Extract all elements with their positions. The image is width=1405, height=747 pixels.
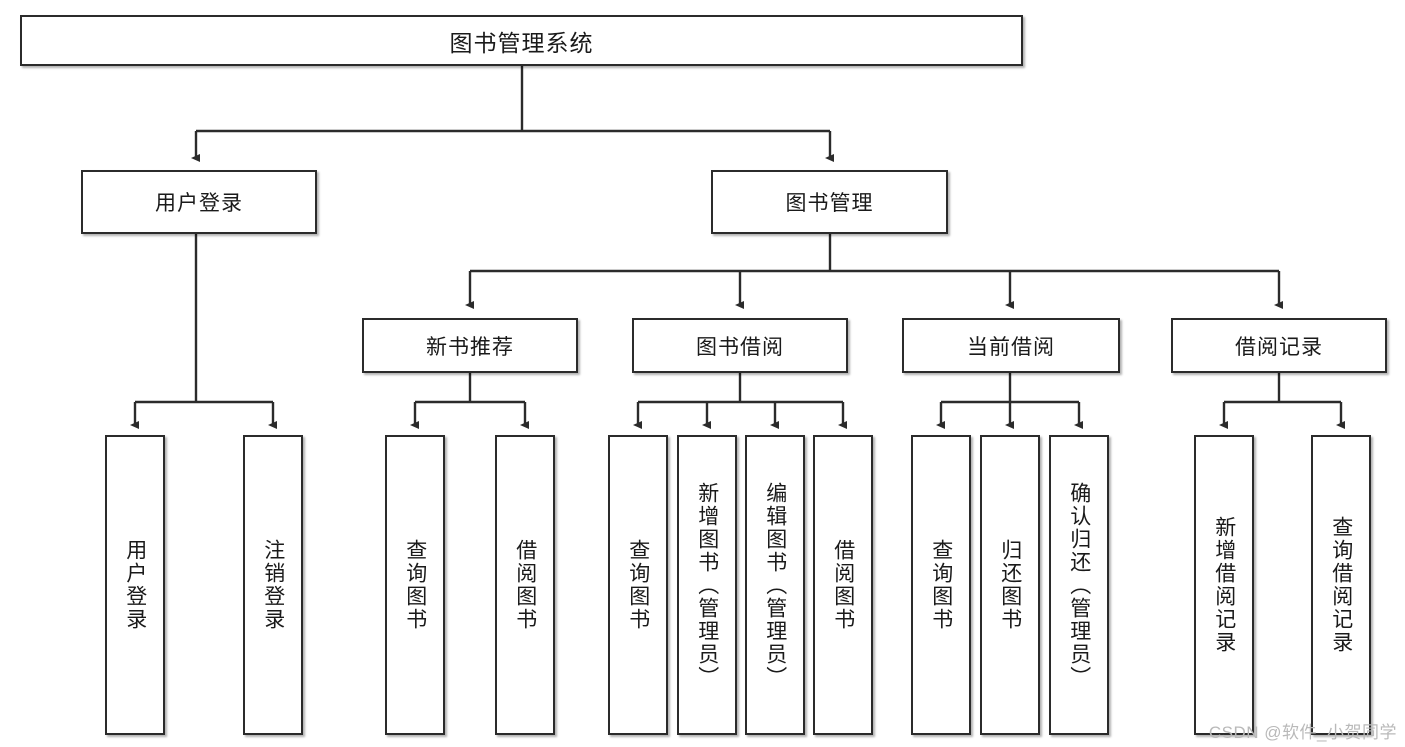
leaf-book-borrow-add[interactable]: 新增图书（管理员） bbox=[677, 435, 737, 735]
leaf-borrow-record-add[interactable]: 新增借阅记录 bbox=[1194, 435, 1254, 735]
node-book-borrow[interactable]: 图书借阅 bbox=[632, 318, 848, 373]
node-new-book-recommend[interactable]: 新书推荐 bbox=[362, 318, 578, 373]
leaf-current-borrow-query[interactable]: 查询图书 bbox=[911, 435, 971, 735]
node-borrow-record[interactable]: 借阅记录 bbox=[1171, 318, 1387, 373]
leaf-new-book-query[interactable]: 查询图书 bbox=[385, 435, 445, 735]
leaf-new-book-borrow[interactable]: 借阅图书 bbox=[495, 435, 555, 735]
csdn-watermark: CSDN @软件_小贺同学 bbox=[1208, 723, 1397, 742]
leaf-user-login-login[interactable]: 用户登录 bbox=[105, 435, 165, 735]
node-user-login[interactable]: 用户登录 bbox=[81, 170, 317, 234]
leaf-current-borrow-confirm-return[interactable]: 确认归还（管理员） bbox=[1049, 435, 1109, 735]
leaf-book-borrow-edit[interactable]: 编辑图书（管理员） bbox=[745, 435, 805, 735]
leaf-borrow-record-query[interactable]: 查询借阅记录 bbox=[1311, 435, 1371, 735]
node-book-management[interactable]: 图书管理 bbox=[711, 170, 948, 234]
node-root-system[interactable]: 图书管理系统 bbox=[20, 15, 1023, 66]
leaf-user-login-logout[interactable]: 注销登录 bbox=[243, 435, 303, 735]
leaf-book-borrow-query[interactable]: 查询图书 bbox=[608, 435, 668, 735]
leaf-current-borrow-return[interactable]: 归还图书 bbox=[980, 435, 1040, 735]
node-current-borrow[interactable]: 当前借阅 bbox=[902, 318, 1120, 373]
leaf-book-borrow-borrow[interactable]: 借阅图书 bbox=[813, 435, 873, 735]
